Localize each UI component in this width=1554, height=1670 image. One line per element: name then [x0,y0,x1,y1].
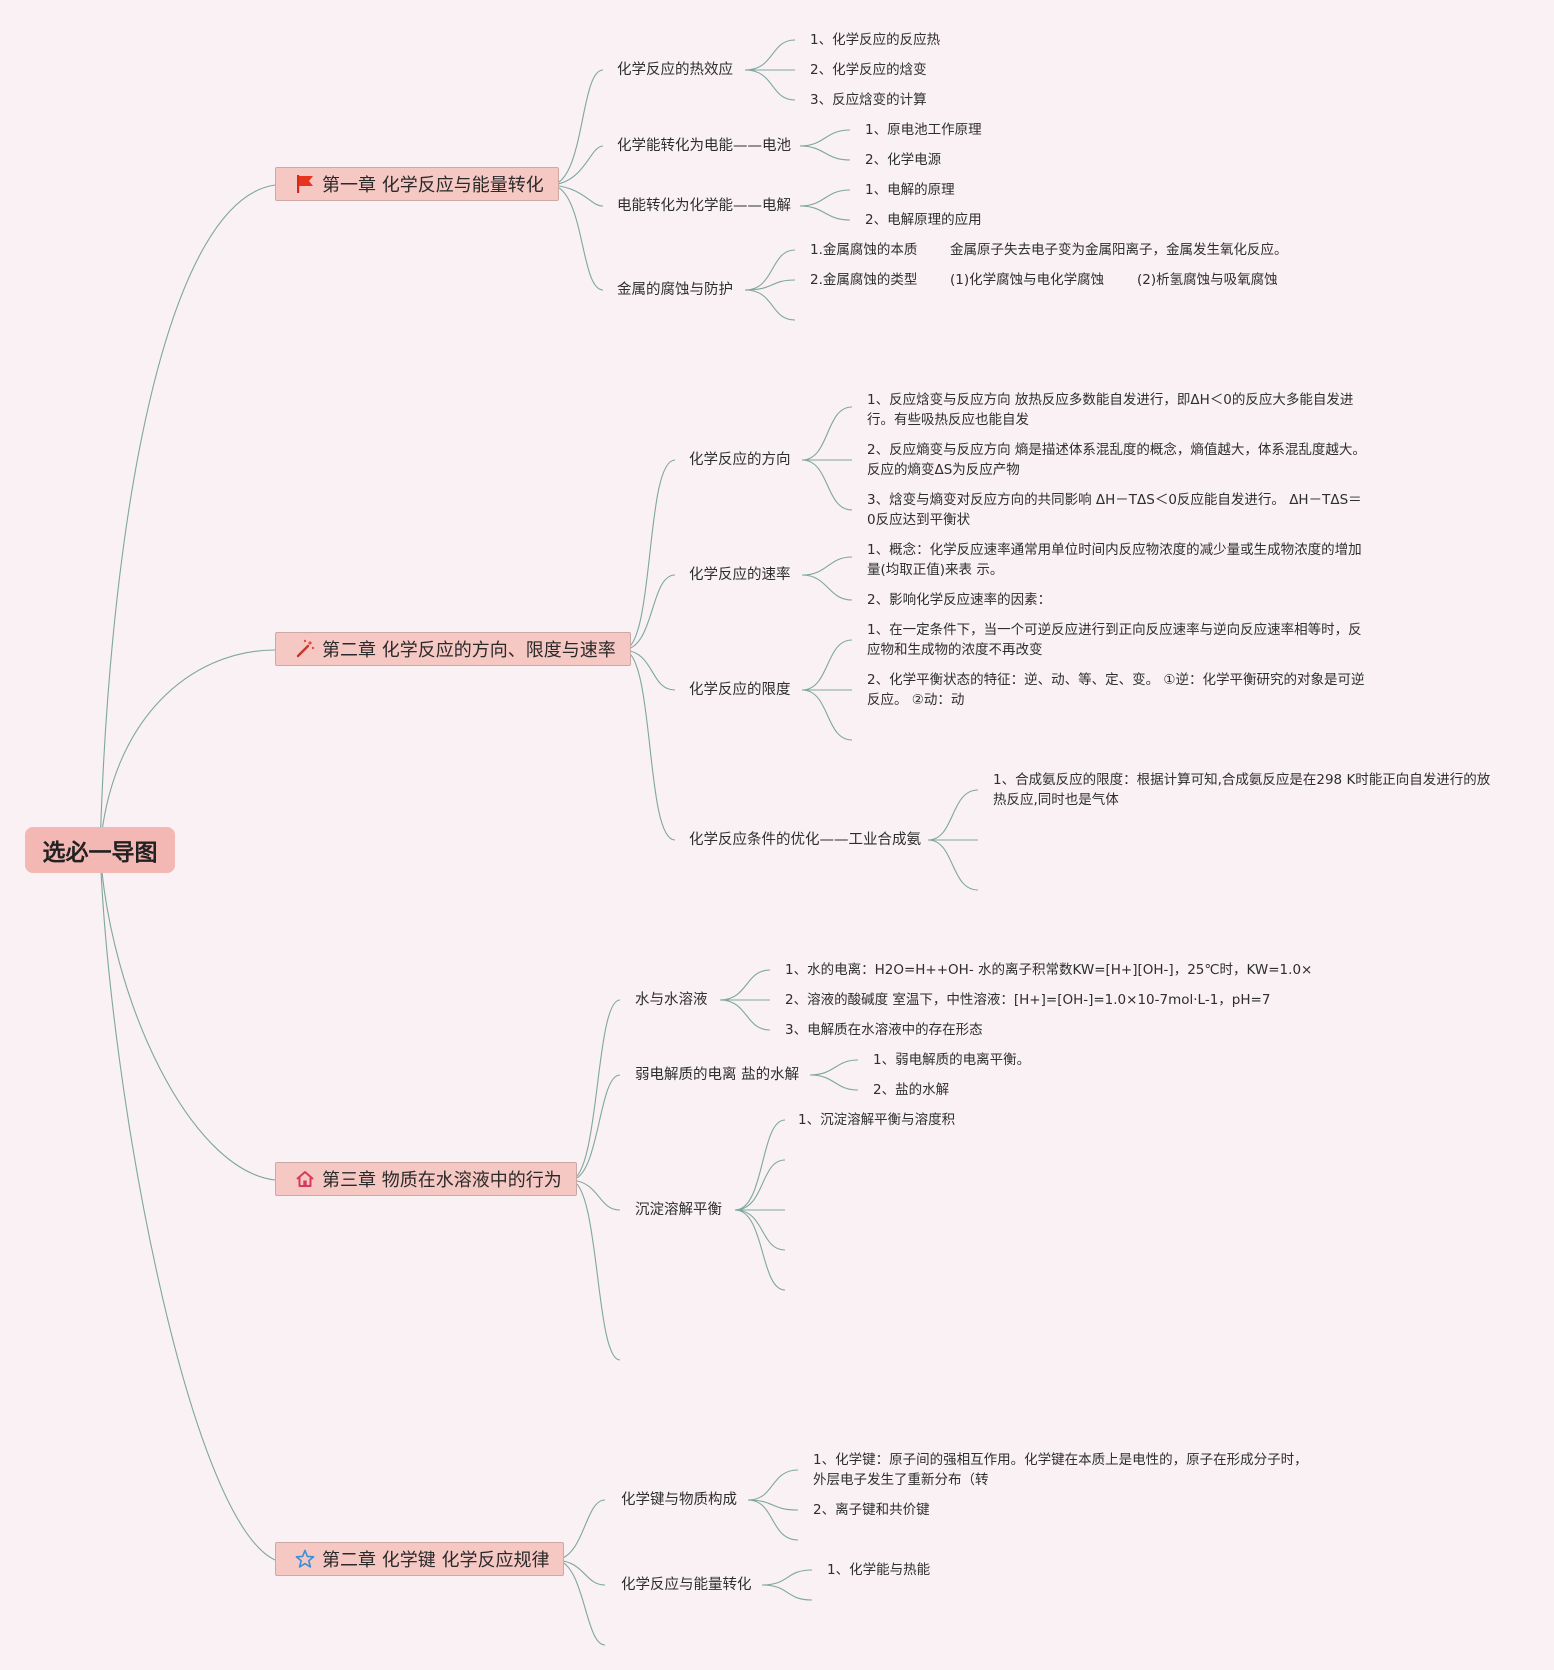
topic-label[interactable]: 化学反应的限度 [689,682,791,698]
topic-label[interactable]: 化学反应与能量转化 [621,1577,752,1593]
leaf-item[interactable]: 1、化学键：原子间的强相互作用。化学键在本质上是电性的，原子在形成分子时，外层电… [813,1452,1308,1488]
leaf-item[interactable]: 2、溶液的酸碱度 室温下，中性溶液：[H+]=[OH-]=1.0×10-7mol… [785,992,1271,1008]
leaf-item[interactable]: 1、沉淀溶解平衡与溶度积 [798,1112,956,1128]
chapter-node[interactable]: 第二章 化学反应的方向、限度与速率 [275,632,631,666]
root-node[interactable]: 选必一导图 [25,827,175,873]
leaf-item[interactable]: 1、原电池工作原理 [865,122,982,138]
leaf-item[interactable]: 3、反应焓变的计算 [810,92,927,108]
leaf-item[interactable]: 2.金属腐蚀的类型 [810,272,918,288]
topic-label[interactable]: 化学反应的热效应 [617,62,733,78]
leaf-item[interactable]: 1.金属腐蚀的本质 [810,242,918,258]
topic-label[interactable]: 化学反应的速率 [689,567,791,583]
topic-label[interactable]: 沉淀溶解平衡 [635,1202,722,1218]
topic-label[interactable]: 化学能转化为电能——电池 [617,138,791,154]
chapter-title: 第二章 化学键 化学反应规律 [322,1550,550,1571]
leaf-item[interactable]: 1、概念：化学反应速率通常用单位时间内反应物浓度的减少量或生成物浓度的增加量(均… [867,542,1362,578]
leaf-item[interactable]: 2、盐的水解 [873,1082,950,1098]
red-flag-icon [294,173,316,195]
topic-label[interactable]: 电能转化为化学能——电解 [617,198,791,214]
leaf-item[interactable]: 2、反应熵变与反应方向 熵是描述体系混乱度的概念，熵值越大，体系混乱度越大。反应… [867,442,1366,478]
leaf-detail[interactable]: 金属原子失去电子变为金属阳离子，金属发生氧化反应。 [950,242,1288,258]
leaf-item[interactable]: 1、合成氨反应的限度：根据计算可知,合成氨反应是在298 K时能正向自发进行的放… [993,772,1491,808]
topic-label[interactable]: 化学键与物质构成 [621,1492,737,1508]
leaf-item[interactable]: 1、反应焓变与反应方向 放热反应多数能自发进行，即ΔH＜0的反应大多能自发进行。… [867,392,1354,428]
leaf-item[interactable]: 2、电解原理的应用 [865,212,982,228]
topic-label[interactable]: 弱电解质的电离 盐的水解 [635,1067,800,1083]
leaf-item[interactable]: 2、化学平衡状态的特征：逆、动、等、定、变。 ①逆：化学平衡研究的对象是可逆反应… [867,672,1365,708]
star-icon [294,1548,316,1570]
chapter-title: 第二章 化学反应的方向、限度与速率 [322,640,616,661]
leaf-item[interactable]: 3、电解质在水溶液中的存在形态 [785,1022,983,1038]
topic-label[interactable]: 金属的腐蚀与防护 [617,282,733,298]
leaf-item[interactable]: 2、离子键和共价键 [813,1502,930,1518]
leaf-item[interactable]: 2、化学反应的焓变 [810,62,927,78]
leaf-detail[interactable]: (1)化学腐蚀与电化学腐蚀 [950,272,1105,288]
leaf-item[interactable]: 1、化学能与热能 [827,1562,931,1578]
leaf-item[interactable]: 1、水的电离：H2O=H++OH- 水的离子积常数KW=[H+][OH-]，25… [785,962,1313,978]
topic-label[interactable]: 水与水溶液 [635,992,708,1008]
leaf-detail[interactable]: (2)析氢腐蚀与吸氧腐蚀 [1137,272,1278,288]
leaf-item[interactable]: 1、弱电解质的电离平衡。 [873,1052,1031,1068]
leaf-item[interactable]: 2、化学电源 [865,152,942,168]
leaf-item[interactable]: 1、在一定条件下，当一个可逆反应进行到正向反应速率与逆向反应速率相等时，反应物和… [867,622,1362,658]
chapter-title: 第三章 物质在水溶液中的行为 [322,1170,562,1191]
chapter-node[interactable]: 第一章 化学反应与能量转化 [275,167,559,201]
topic-label[interactable]: 化学反应条件的优化——工业合成氨 [689,832,921,848]
house-icon [294,1168,316,1190]
topic-label[interactable]: 化学反应的方向 [689,452,791,468]
chapter-node[interactable]: 第三章 物质在水溶液中的行为 [275,1162,577,1196]
leaf-item[interactable]: 1、电解的原理 [865,182,955,198]
leaf-item[interactable]: 3、焓变与熵变对反应方向的共同影响 ΔH－TΔS＜0反应能自发进行。 ΔH－TΔ… [867,492,1362,528]
leaf-item[interactable]: 2、影响化学反应速率的因素： [867,592,1052,608]
magic-wand-icon [294,638,316,660]
chapter-title: 第一章 化学反应与能量转化 [322,175,544,196]
chapter-node[interactable]: 第二章 化学键 化学反应规律 [275,1542,565,1576]
leaf-item[interactable]: 1、化学反应的反应热 [810,32,941,48]
